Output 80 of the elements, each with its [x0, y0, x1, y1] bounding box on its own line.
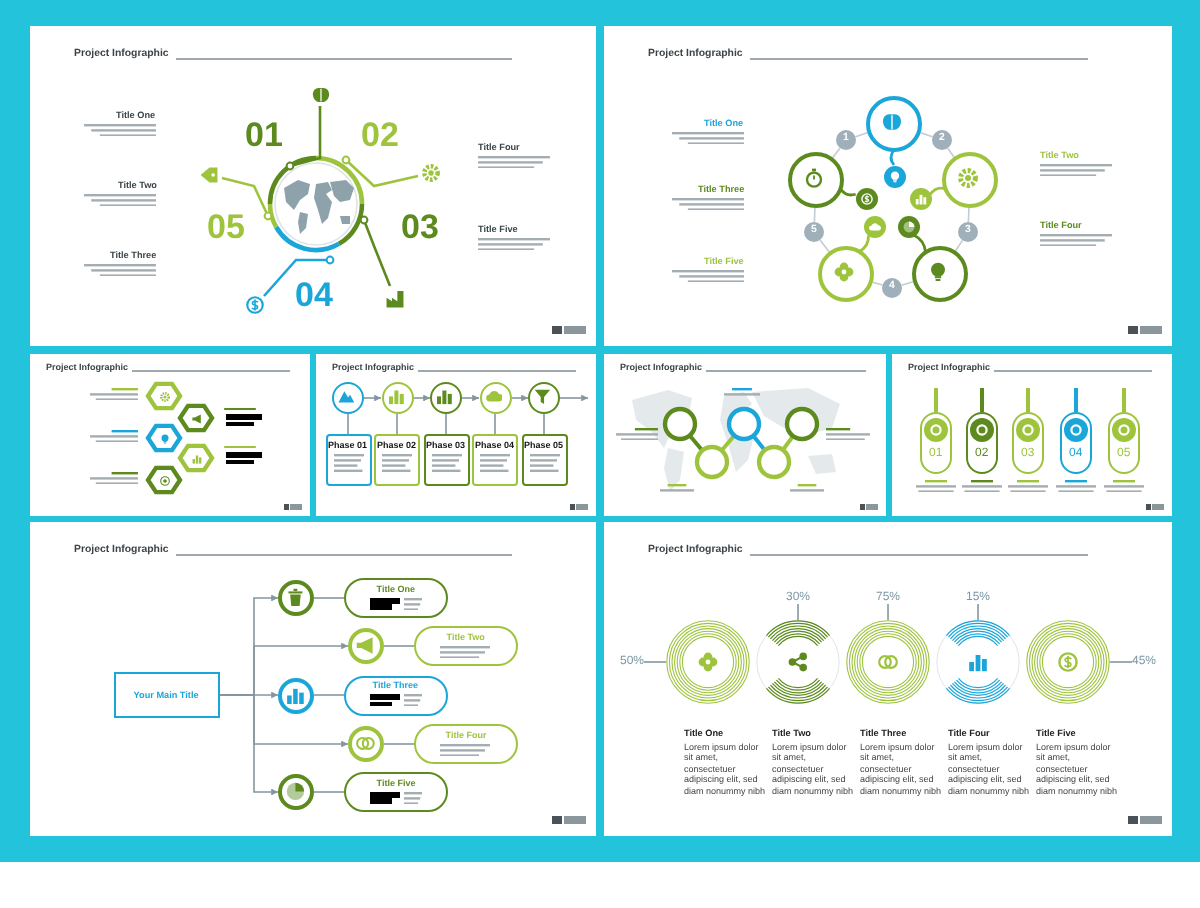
- connector-line: [396, 413, 398, 435]
- concentric-rings: [666, 620, 750, 704]
- number-label: 05: [207, 210, 245, 244]
- step-circle: [278, 677, 314, 713]
- number-dot: [836, 130, 856, 150]
- number-dot: [932, 130, 952, 150]
- number-dot: [882, 278, 902, 298]
- slide-panel: [604, 354, 886, 516]
- number-pill: [1060, 412, 1092, 474]
- connector-line: [854, 132, 869, 138]
- icon-ring: [912, 246, 968, 302]
- arrow: [363, 394, 382, 402]
- connector-line: [954, 239, 964, 252]
- step-circle: [381, 382, 413, 414]
- number-label: 03: [401, 210, 439, 244]
- connector-line: [946, 147, 955, 158]
- number-label: 02: [361, 118, 399, 152]
- step-circle: [528, 382, 560, 414]
- connector-line: [313, 791, 345, 793]
- icon-ring: [942, 152, 998, 208]
- ring-arcs: [936, 620, 1020, 704]
- connector-line: [494, 413, 496, 435]
- leader-line: [887, 603, 889, 621]
- concentric-rings: [846, 620, 930, 704]
- connector-line: [383, 743, 415, 745]
- number-pill: [966, 412, 998, 474]
- leader-line: [1109, 661, 1133, 663]
- step-circle: [278, 580, 314, 616]
- slide-panel: [604, 522, 1172, 836]
- step-circle: [479, 382, 511, 414]
- slide-panel: [892, 354, 1172, 516]
- connector-line: [543, 413, 545, 435]
- icon-ring: [866, 96, 922, 152]
- slide-panel: [30, 522, 596, 836]
- phase-card: [472, 434, 518, 486]
- connector-line: [919, 132, 934, 138]
- number-pill: [1108, 412, 1140, 474]
- leader-line: [643, 661, 667, 663]
- step-circle: [278, 774, 314, 810]
- slide-panel: [604, 26, 1172, 346]
- arrow: [219, 694, 279, 796]
- number-dot: [958, 222, 978, 242]
- arrow: [412, 394, 431, 402]
- number-dot: [804, 222, 824, 242]
- phase-card: [423, 434, 469, 486]
- number-label: 01: [245, 118, 283, 152]
- slide-panel: [30, 26, 596, 346]
- connector-line: [872, 281, 884, 286]
- icon-ring: [788, 152, 844, 208]
- connector-line: [445, 413, 447, 435]
- concentric-rings: [1026, 620, 1110, 704]
- phase-card: [325, 434, 371, 486]
- number-pill: [920, 412, 952, 474]
- arrow: [510, 394, 529, 402]
- arrow: [461, 394, 480, 402]
- leader-line: [977, 603, 979, 621]
- title-pill: [414, 626, 518, 666]
- number-pill: [1012, 412, 1044, 474]
- connector-line: [347, 413, 349, 435]
- phase-card: [374, 434, 420, 486]
- arrow: [559, 394, 589, 402]
- slide-panel: [30, 354, 310, 516]
- title-pill: [344, 772, 448, 812]
- slide-panel: [316, 354, 596, 516]
- ring-arcs: [756, 620, 840, 704]
- icon-ring: [818, 246, 874, 302]
- step-circle: [332, 382, 364, 414]
- title-pill: [344, 675, 448, 715]
- main-title-box: [114, 672, 220, 718]
- leader-line: [797, 603, 799, 621]
- connector-line: [313, 694, 345, 696]
- number-label: 04: [295, 278, 333, 312]
- connector-line: [313, 597, 345, 599]
- phase-card: [521, 434, 567, 486]
- step-circle: [348, 628, 384, 664]
- connector-line: [383, 645, 415, 647]
- title-pill: [414, 724, 518, 764]
- step-circle: [348, 726, 384, 762]
- step-circle: [430, 382, 462, 414]
- title-pill: [344, 578, 448, 618]
